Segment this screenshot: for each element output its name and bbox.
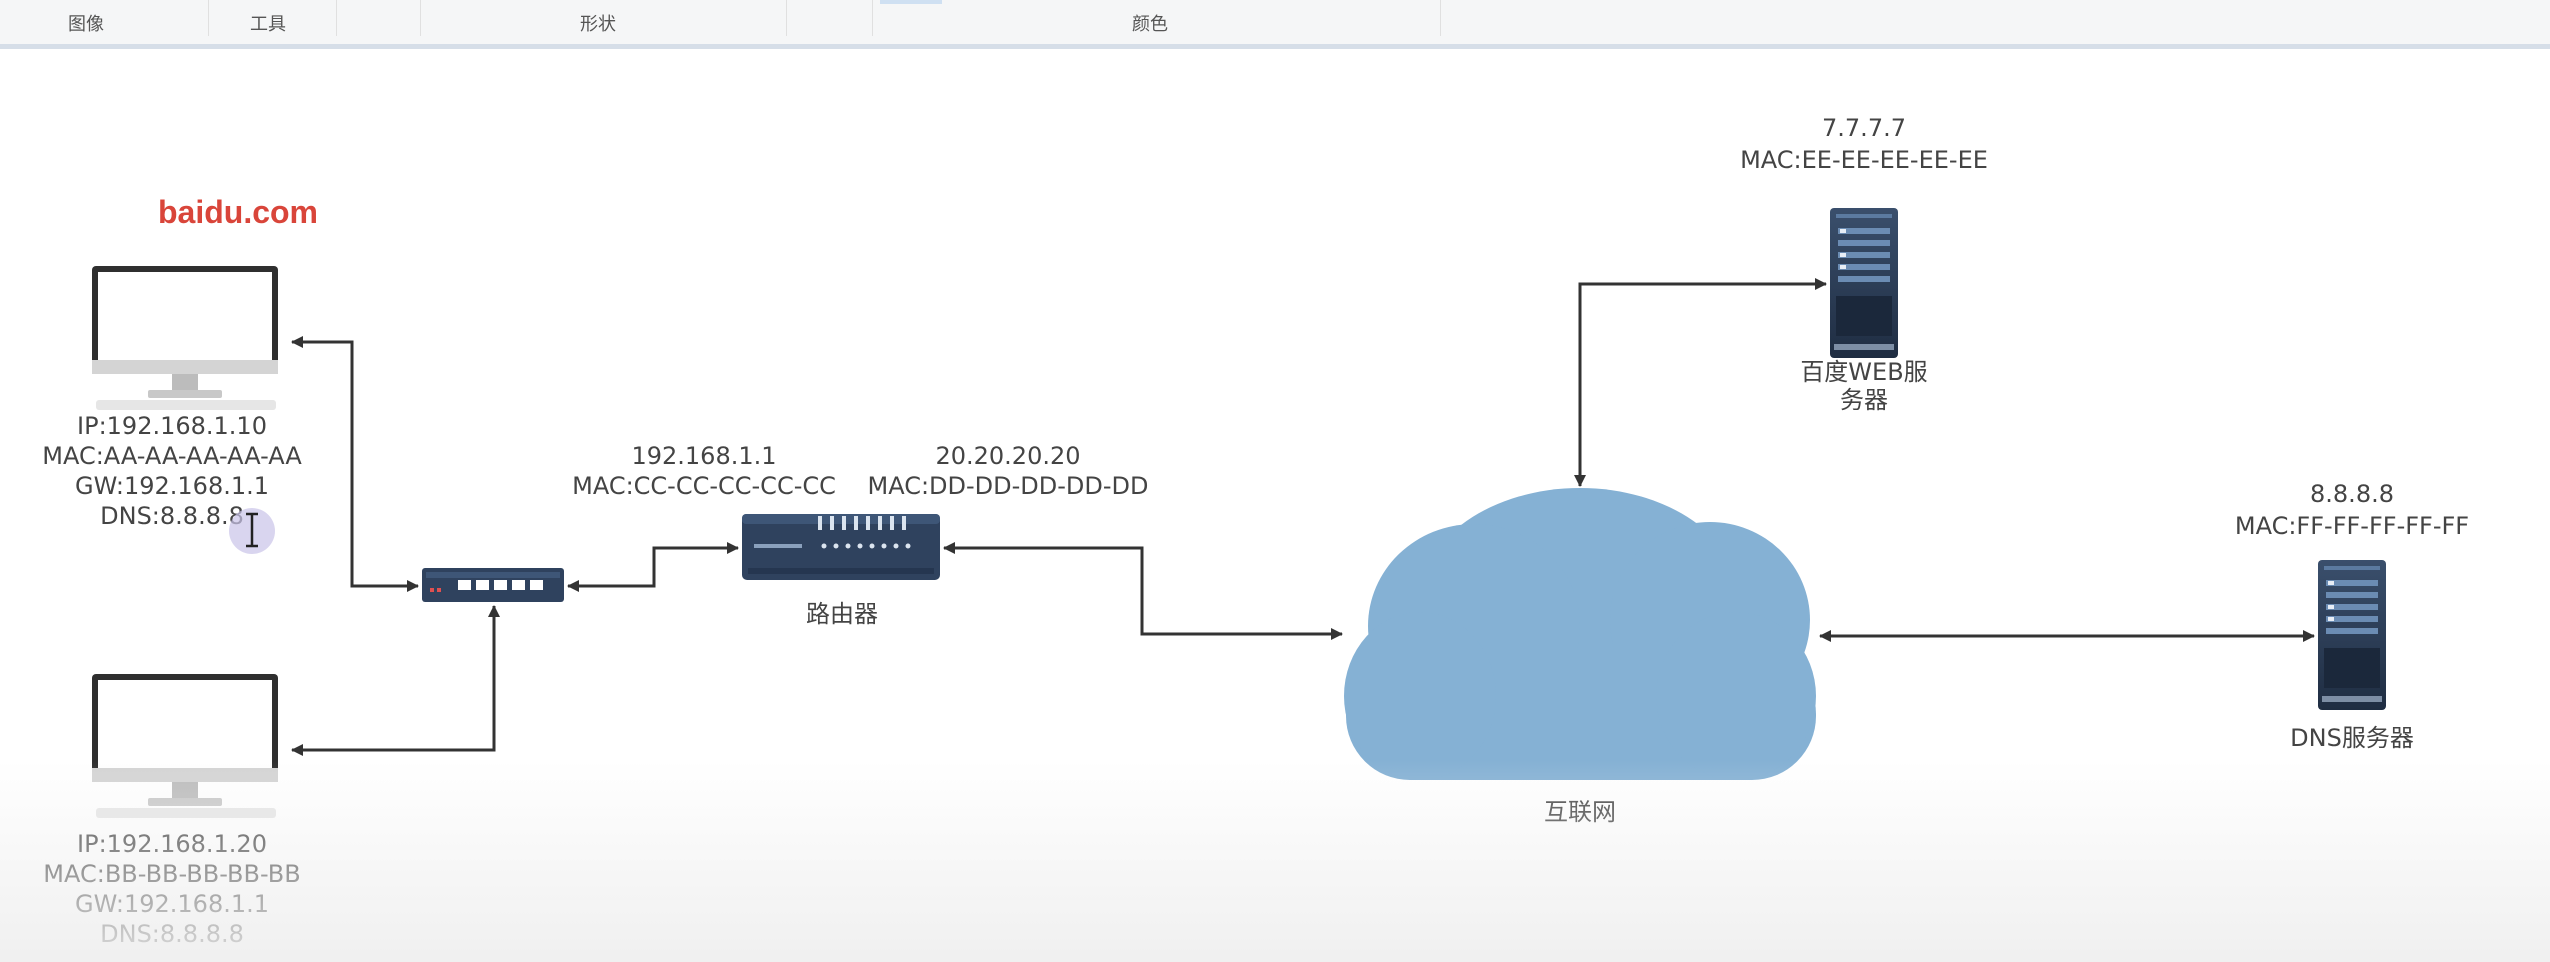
- pc-1-gw-label: GW:192.168.1.1: [75, 472, 269, 500]
- ribbon-divider: [872, 0, 873, 36]
- pc-2-mac-label: MAC:BB-BB-BB-BB-BB: [43, 860, 300, 888]
- connector-switch-router: [567, 542, 739, 592]
- dns-server-label: DNS服务器: [2290, 724, 2414, 752]
- web-server-label-line-2: 务器: [1840, 386, 1888, 414]
- ribbon-group-shapes[interactable]: 形状: [580, 14, 616, 35]
- ribbon-divider: [786, 0, 787, 36]
- ribbon-divider: [1440, 0, 1441, 36]
- ribbon-toolbar: 图像 工具 形状 颜色: [0, 0, 2550, 47]
- connector-router-internet: [943, 542, 1343, 640]
- pc-2-ip-label: IP:192.168.1.20: [77, 830, 267, 858]
- ribbon-group-image[interactable]: 图像: [68, 14, 104, 35]
- router-wan-ip-label: 20.20.20.20: [935, 442, 1080, 470]
- pc-2-gw-label: GW:192.168.1.1: [75, 890, 269, 918]
- router-icon[interactable]: [742, 514, 940, 580]
- pc-1-dns-label: DNS:8.8.8.8: [100, 502, 244, 530]
- dns-server-mac-label: MAC:FF-FF-FF-FF-FF: [2235, 512, 2469, 540]
- internet-label: 互联网: [1544, 798, 1616, 826]
- pc-1-monitor-icon[interactable]: [92, 266, 278, 410]
- internet-cloud-icon[interactable]: [1344, 488, 1816, 780]
- pc-2-monitor-icon[interactable]: [92, 674, 278, 818]
- ribbon-accent: [880, 0, 942, 4]
- connector-pc1-switch: [291, 336, 419, 592]
- mouse-cursor-icon: [229, 508, 275, 554]
- ribbon-border: [0, 44, 2550, 49]
- web-server-icon[interactable]: [1830, 208, 1898, 358]
- ribbon-divider: [208, 0, 209, 36]
- ribbon-divider: [336, 0, 337, 36]
- pc-2-dns-label: DNS:8.8.8.8: [100, 920, 244, 948]
- web-server-mac-label: MAC:EE-EE-EE-EE-EE: [1740, 146, 1988, 174]
- connector-internet-webserver: [1574, 278, 1827, 487]
- router-wan-mac-label: MAC:DD-DD-DD-DD-DD: [868, 472, 1149, 500]
- ribbon-divider: [420, 0, 421, 36]
- connector-pc2-switch: [291, 605, 500, 756]
- web-server-ip-label: 7.7.7.7: [1822, 114, 1906, 142]
- dns-server-icon[interactable]: [2318, 560, 2386, 710]
- router-lan-ip-label: 192.168.1.1: [631, 442, 776, 470]
- ribbon-group-colors[interactable]: 颜色: [1132, 14, 1168, 35]
- switch-icon[interactable]: [422, 568, 564, 602]
- router-lan-mac-label: MAC:CC-CC-CC-CC-CC: [572, 472, 836, 500]
- ribbon-group-tools[interactable]: 工具: [250, 14, 286, 35]
- pc-1-ip-label: IP:192.168.1.10: [77, 412, 267, 440]
- web-server-label-line-1: 百度WEB服: [1800, 358, 1927, 386]
- pc-1-mac-label: MAC:AA-AA-AA-AA-AA: [42, 442, 302, 470]
- baidu-brand-text: baidu.com: [158, 194, 318, 230]
- dns-server-ip-label: 8.8.8.8: [2310, 480, 2394, 508]
- router-label: 路由器: [806, 600, 878, 628]
